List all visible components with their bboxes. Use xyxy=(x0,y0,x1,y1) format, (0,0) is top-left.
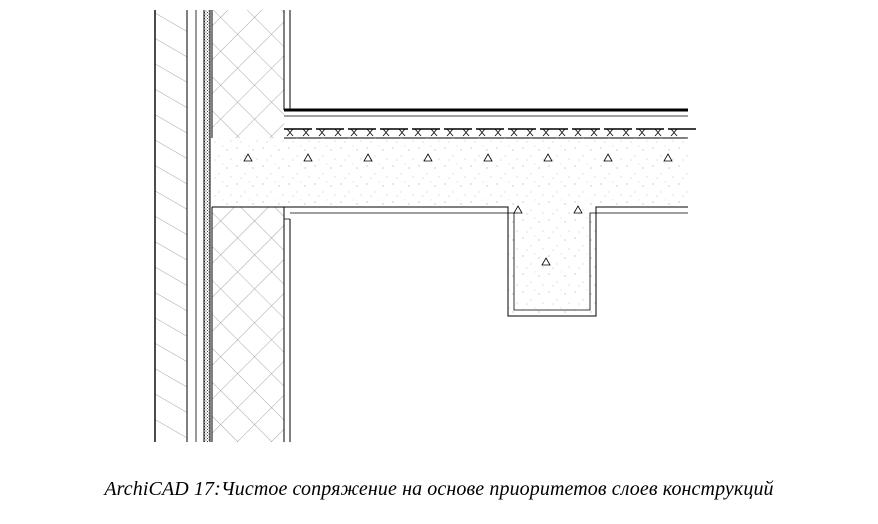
screed-x-mark xyxy=(604,128,632,137)
screed-x-mark xyxy=(558,128,566,137)
aggregate-triangle xyxy=(603,153,613,162)
wall-insulation-lower xyxy=(211,207,291,442)
screed-x-mark xyxy=(444,128,472,137)
floor-finish xyxy=(284,108,688,117)
screed-x-mark xyxy=(622,128,630,137)
aggregate-triangle xyxy=(541,257,551,266)
wall-membrane xyxy=(203,10,211,442)
screed-x-mark xyxy=(412,128,440,137)
floor-screed-layer xyxy=(284,128,696,139)
aggregate-triangle xyxy=(513,205,523,214)
aggregate-triangle xyxy=(483,153,493,162)
screed-x-mark xyxy=(430,128,438,137)
screed-x-mark xyxy=(348,128,376,137)
screed-x-mark xyxy=(508,128,536,137)
screed-x-mark xyxy=(398,128,406,137)
screed-x-mark xyxy=(380,128,408,137)
wall-outer-layer xyxy=(154,10,188,442)
section-drawing xyxy=(154,10,696,442)
screed-x-mark xyxy=(636,128,664,137)
screed-x-mark xyxy=(366,128,374,137)
aggregate-triangle xyxy=(303,153,313,162)
screed-x-mark xyxy=(572,128,600,137)
screed-x-mark xyxy=(334,128,342,137)
concrete-slab xyxy=(212,138,688,317)
aggregate-triangle xyxy=(663,153,673,162)
aggregate-triangle xyxy=(243,153,253,162)
aggregate-triangle xyxy=(573,205,583,214)
aggregate-triangle xyxy=(363,153,373,162)
screed-x-mark xyxy=(540,128,568,137)
aggregate-triangle xyxy=(543,153,553,162)
screed-x-mark xyxy=(590,128,598,137)
aggregate-triangle xyxy=(423,153,433,162)
screed-x-mark xyxy=(284,128,312,137)
screed-x-mark xyxy=(316,128,344,137)
screed-x-mark xyxy=(526,128,534,137)
screed-x-mark xyxy=(462,128,470,137)
screed-x-mark xyxy=(654,128,662,137)
screed-x-mark xyxy=(302,128,310,137)
screed-x-mark xyxy=(476,128,504,137)
screed-x-mark xyxy=(494,128,502,137)
concrete-aggregate-marks xyxy=(243,153,673,266)
wall-insulation-upper xyxy=(211,10,291,138)
screed-x-mark xyxy=(668,128,696,137)
figure-caption: ArchiCAD 17:Чистое сопряжение на основе … xyxy=(104,478,774,500)
